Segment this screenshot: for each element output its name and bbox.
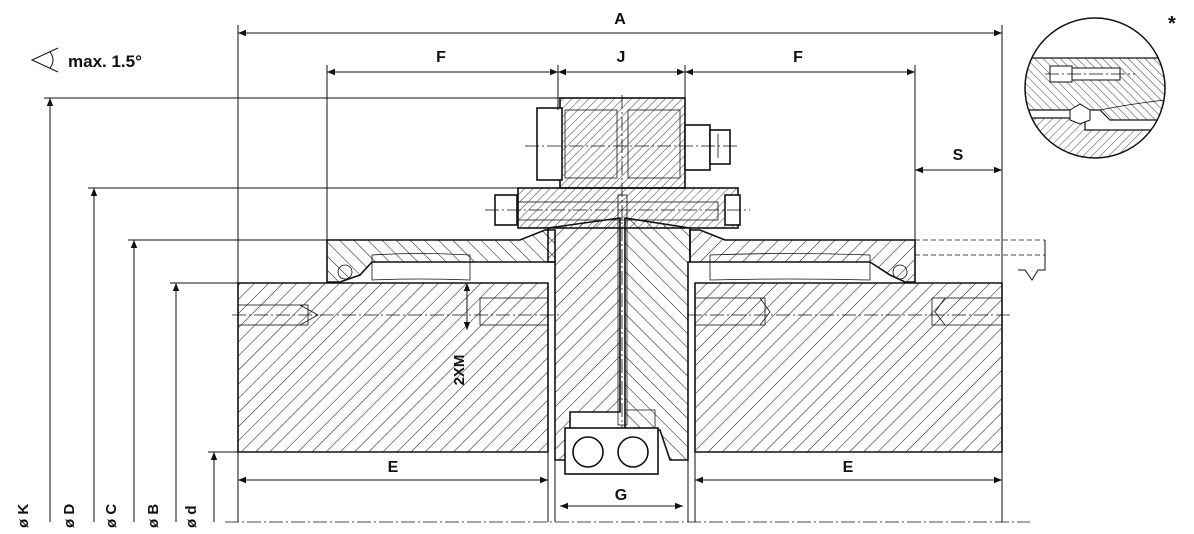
- shaft-bore: [237, 452, 1003, 522]
- diameter-K-label: ø K: [15, 504, 32, 528]
- diameter-D-label: ø D: [61, 504, 78, 528]
- right-hub: [688, 282, 1010, 453]
- dim-F-right-label: F: [793, 49, 803, 66]
- detail-asterisk: *: [1168, 13, 1176, 35]
- dim-A-label: A: [614, 11, 626, 28]
- dim-E-left-label: E: [388, 459, 399, 476]
- bearing: [564, 427, 659, 475]
- diameter-dimension-lines: [44, 97, 560, 522]
- dim-E-right-label: E: [843, 459, 854, 476]
- sleeve-ghost-outline: [915, 239, 1046, 281]
- left-sleeve: [326, 229, 556, 283]
- angle-note: max. 1.5°: [68, 52, 142, 71]
- diameter-B-label: ø B: [145, 504, 162, 528]
- dim-J-label: J: [617, 49, 626, 66]
- top-bolt-assembly: [525, 97, 740, 189]
- flange-bolt: [485, 187, 750, 229]
- dim-F-left-label: F: [436, 49, 446, 66]
- dim-S-label: S: [953, 147, 964, 164]
- diameter-d-label: ø d: [183, 506, 200, 529]
- right-sleeve: [689, 229, 916, 283]
- dim-2XM-label: 2XM: [451, 355, 468, 386]
- left-hub: [232, 282, 560, 453]
- detail-view: [1024, 17, 1166, 159]
- diameter-C-label: ø C: [103, 504, 120, 528]
- dim-G-label: G: [615, 487, 627, 504]
- angle-icon: [30, 47, 59, 73]
